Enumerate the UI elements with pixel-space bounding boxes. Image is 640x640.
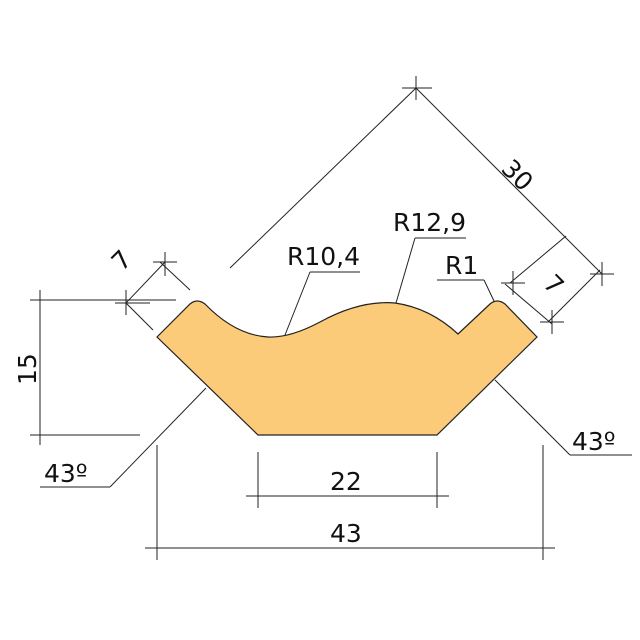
dimension-22 [246,452,449,508]
dimension-30 [229,76,614,323]
label-right-7: 7 [538,269,570,301]
dimension-right-7 [501,235,567,334]
label-r12-9: R12,9 [393,208,466,237]
dimension-left-7 [115,252,191,331]
label-left-7: 7 [106,244,138,276]
dimension-15 [30,290,176,445]
radius-leaders [284,237,495,336]
dimension-43 [145,445,555,560]
label-43: 43 [330,519,362,548]
label-right-angle: 43º [572,427,616,456]
label-r10-4: R10,4 [287,242,360,271]
angle-right-leader [494,379,632,456]
profile-shape [156,300,538,436]
angle-left-leader [40,387,207,488]
label-22: 22 [330,467,362,496]
label-30: 30 [496,154,539,197]
label-15: 15 [13,353,42,385]
label-left-angle: 43º [44,459,88,488]
label-r1: R1 [445,251,478,280]
